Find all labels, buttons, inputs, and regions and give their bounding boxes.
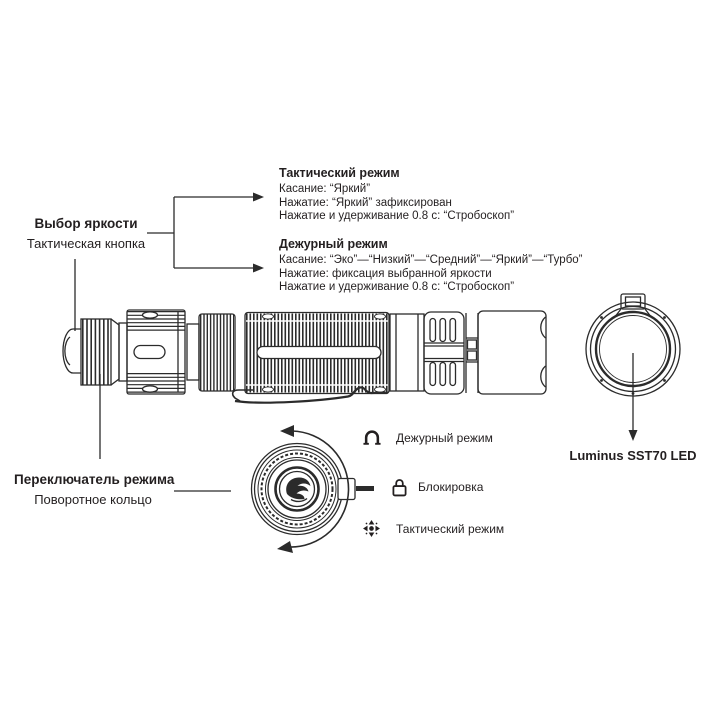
callout-bracket — [147, 192, 264, 273]
threads — [186, 313, 236, 392]
tail-button — [62, 328, 81, 374]
tactical-mode-line: Касание: “Яркий” — [279, 183, 371, 195]
rotary-ring-side — [80, 318, 120, 386]
fenix-logo — [286, 477, 311, 503]
standby-loop-icon — [363, 430, 381, 445]
brightness-selector-callout: Выбор яркости Тактическая кнопка — [10, 213, 162, 254]
ring-position-lock: Блокировка — [392, 477, 483, 497]
tactical-mode-title: Тактический режим — [279, 166, 400, 180]
ring-position-tactical: Тактический режим — [362, 519, 504, 538]
mode-switch-title: Переключатель режима — [14, 472, 175, 487]
lock-icon — [392, 479, 407, 497]
mode-switch-subtitle: Поворотное кольцо — [34, 492, 152, 507]
crosshair-icon — [363, 520, 380, 537]
tactical-mode-block: Тактический режим Касание: “Яркий” Нажат… — [279, 166, 619, 224]
tactical-mode-line: Нажатие: “Яркий” зафиксирован — [279, 196, 452, 209]
rotary-ring-front-view — [250, 442, 356, 536]
ring-position-duty: Дежурный режим — [363, 430, 493, 445]
ring-position-label: Блокировка — [418, 480, 484, 494]
neck-ring — [389, 313, 425, 392]
tactical-mode-line: Нажатие и удерживание 0.8 с: “Стробоскоп… — [279, 210, 515, 223]
ring-position-label: Тактический режим — [396, 521, 505, 536]
flashlight-side-view — [62, 309, 547, 404]
brightness-selector-title: Выбор яркости — [34, 216, 138, 231]
duty-mode-line: Нажатие и удерживание 0.8 с: “Стробоскоп… — [279, 281, 515, 294]
led-label: Luminus SST70 LED — [569, 448, 697, 463]
duty-mode-line: Касание: “Эко”—“Низкий”—“Средний”—“Яркий… — [279, 254, 583, 266]
head — [477, 310, 547, 395]
duty-mode-line: Нажатие: фиксация выбранной яркости — [279, 267, 492, 280]
pocket-clip — [231, 386, 388, 404]
duty-mode-title: Дежурный режим — [279, 237, 388, 251]
indicator-ring — [465, 313, 479, 393]
brightness-selector-subtitle: Тактическая кнопка — [26, 236, 146, 251]
tail-section — [118, 309, 186, 395]
rotation-arc-arrow — [277, 425, 350, 553]
slotted-section — [423, 311, 465, 395]
duty-mode-block: Дежурный режим Касание: “Эко”—“Низкий”—“… — [279, 237, 619, 295]
led-arrow — [628, 353, 638, 441]
mode-switch-callout: Переключатель режима Поворотное кольцо — [14, 469, 175, 510]
ring-position-label: Дежурный режим — [396, 430, 493, 445]
battery-tube — [244, 311, 390, 395]
